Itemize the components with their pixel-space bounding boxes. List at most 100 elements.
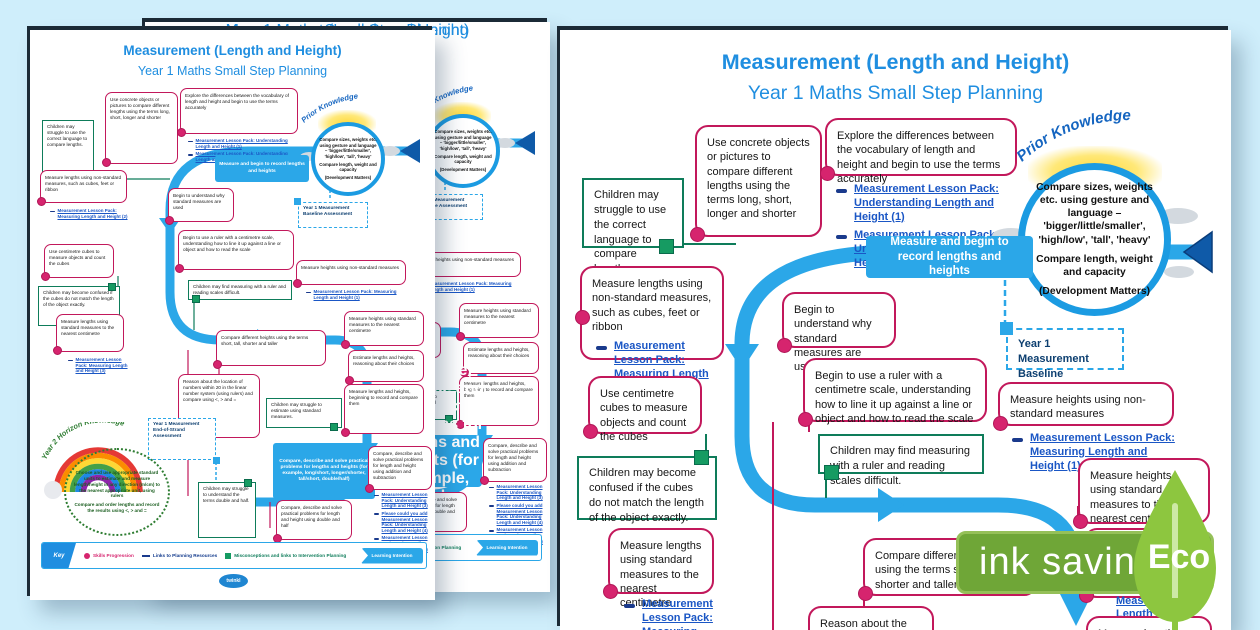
svg-text:Prior Knowledge: Prior Knowledge (299, 91, 359, 124)
misconception-square (694, 450, 709, 465)
lesson-pack-links: Measurement Lesson Pack: Measuring Lengt… (1012, 432, 1176, 478)
zoomed-page-preview[interactable]: Measurement (Length and Height) Year 1 M… (560, 30, 1231, 630)
misconception-box-estimate: Children may struggle to estimate using … (266, 398, 342, 431)
progression-dot (341, 428, 350, 437)
lesson-pack-link[interactable]: Measurement Lesson Pack: Measuring Lengt… (313, 289, 397, 300)
misconception-square-icon (225, 552, 232, 559)
skill-box-std-len: Measure lengths using standard measures … (603, 528, 714, 609)
links-dash-icon (141, 554, 150, 557)
svg-text:Prior Knowledge: Prior Knowledge (1013, 107, 1130, 165)
lesson-pack-link[interactable]: Measurement Lesson Pack: Understanding L… (854, 183, 999, 223)
page-subtitle: Year 1 Maths Small Step Planning (137, 64, 328, 78)
link-bullet (624, 604, 635, 608)
skill-box-std-h: Measure heights using standard measures … (341, 311, 424, 349)
link-bullet (374, 494, 379, 497)
link-bullet (374, 537, 379, 540)
cloud-icon (1164, 266, 1194, 278)
skill-box-estimate: Estimate lengths and heights, reasoning … (345, 350, 424, 385)
assessment-square (1000, 322, 1013, 335)
progression-dot (858, 586, 873, 601)
mini-doc: Measurement (Length and Height) Year 1 M… (30, 30, 435, 600)
lesson-pack-link[interactable]: Measurement Lesson Pack: Understanding L… (195, 138, 288, 149)
skill-box-why-std: Begin to understand why standard measure… (777, 292, 896, 373)
progression-dot (365, 484, 374, 493)
lesson-pack-link[interactable]: Measurement Lesson Pack: Measuring Lengt… (642, 598, 713, 630)
path-right-arrow-icon (878, 488, 904, 522)
link-bullet (68, 359, 73, 362)
progression-dot (480, 476, 489, 485)
progression-dot (213, 360, 222, 369)
cloud-icon (380, 146, 400, 156)
lesson-pack-link[interactable]: Please could you add Measurement Lesson … (496, 502, 543, 525)
progression-dot (575, 310, 590, 325)
page-subtitle: Year 1 Maths Small Step Planning (747, 82, 1044, 104)
misconception-box-double: Children may struggle to understand the … (198, 479, 256, 538)
skill-box-nonstd-len: Measure lengths using non-standard measu… (37, 170, 127, 206)
lesson-pack-link[interactable]: Measurement Lesson Pack: Measuring Lengt… (1030, 432, 1175, 472)
lesson-pack-link[interactable]: Please could you add Measurement Lesson … (381, 510, 428, 533)
end-strand-assessment-box: Year 1 Measurement End-of-Strand Assessm… (148, 418, 220, 464)
page-title: Measurement (Length and Height) (721, 50, 1070, 74)
path-start-arrow-icon (515, 131, 535, 155)
skill-box-cubes: Use centimetre cubes to measure objects … (41, 244, 114, 281)
prior-knowledge-bubble: Compare sizes, weights etc. using gestur… (311, 122, 385, 196)
skill-box-reason: Reason about the location of numbers wit… (808, 606, 934, 630)
lesson-pack-link[interactable]: Measurement Lesson Pack: Measuring Lengt… (428, 281, 512, 292)
prior-knowledge-arc: Prior Knowledge (299, 91, 359, 124)
lesson-pack-links: Measurement Lesson Pack: Measuring Lengt… (421, 281, 519, 294)
misconception-square (192, 295, 200, 303)
progression-dot (37, 197, 46, 206)
horizon-knowledge-bubble: Choose and use appropriate standard unit… (64, 448, 170, 536)
skill-box-explore: Explore the differences between the voca… (820, 118, 1017, 185)
skill-box-compare-h: Compare different heights using the term… (213, 330, 326, 369)
misconception-box-ruler: Children may find measuring with a ruler… (818, 434, 984, 487)
misconception-square (659, 239, 674, 254)
lesson-pack-links: Measurement Lesson Pack: Measuring Lengt… (306, 289, 404, 302)
progression-dot (583, 424, 598, 439)
progression-dot (293, 279, 302, 288)
link-bullet (836, 235, 847, 239)
prior-knowledge-bubble: Compare sizes, weights etc. using gestur… (426, 114, 500, 188)
lesson-pack-link[interactable]: Measurement Lesson Pack: Understanding L… (381, 492, 428, 509)
skill-box-nonstd-len: Measure lengths using non-standard measu… (575, 266, 724, 393)
progression-dot (1073, 514, 1088, 529)
mini-page-preview[interactable]: Measurement (Length and Height) Year 1 M… (30, 30, 435, 600)
skill-box-std-h: Measure heights using standard measures … (456, 303, 539, 341)
link-bullet (489, 486, 494, 489)
ink-saving-label: ink saving (979, 541, 1158, 583)
eco-label: Eco (1147, 538, 1211, 576)
lesson-pack-link[interactable]: Measurement Lesson Pack: Measuring Lengt… (57, 208, 128, 219)
progression-dot (177, 128, 186, 137)
progression-dot (456, 332, 465, 341)
misconception-box-cubes: Children may become confused if the cube… (577, 450, 717, 524)
progression-dot (820, 166, 835, 181)
path-start-arrow-icon (1182, 230, 1213, 274)
progression-dot (456, 420, 465, 429)
baseline-assessment-box: Year 1 Measurement Baseline Assessment (1000, 322, 1124, 395)
link-bullet (188, 153, 193, 156)
link-bullet (489, 505, 494, 508)
prior-knowledge-label: Prior Knowledge (1013, 107, 1130, 165)
main-path-layer (670, 230, 1213, 630)
skill-box-estimate: Estimate lengths and heights, reasoning … (460, 342, 539, 377)
progression-dot (993, 416, 1008, 431)
misconception-box-language: Children may struggle to use the correct… (582, 178, 684, 275)
link-bullet (1012, 438, 1023, 442)
key-item-learning-intention: Learning Intention (361, 547, 423, 564)
key-item-skills: Skills Progression (84, 552, 134, 559)
cloud-icon (495, 138, 515, 148)
link-bullet (596, 346, 607, 350)
skill-box-add-sub: Compare, describe and solve practical pr… (480, 438, 547, 485)
assessment-square (213, 457, 220, 464)
progression-dot (798, 412, 813, 427)
eco-leaf-icon (1134, 470, 1216, 630)
skill-box-add-sub: Compare, describe and solve practical pr… (365, 446, 432, 493)
lesson-pack-link[interactable]: Measurement Lesson Pack: Understanding L… (496, 484, 543, 501)
misconception-square (330, 423, 338, 431)
progression-dot (341, 340, 350, 349)
progression-dot (165, 216, 174, 225)
prior-knowledge-arc: Prior Knowledge (1013, 107, 1130, 165)
key-bar: Key Skills Progression Links to Planning… (41, 542, 427, 569)
skill-box-ruler: Begin to use a ruler with a centimetre s… (175, 230, 294, 273)
lesson-pack-link[interactable]: Measurement Lesson Pack: Measuring Lengt… (75, 357, 128, 374)
